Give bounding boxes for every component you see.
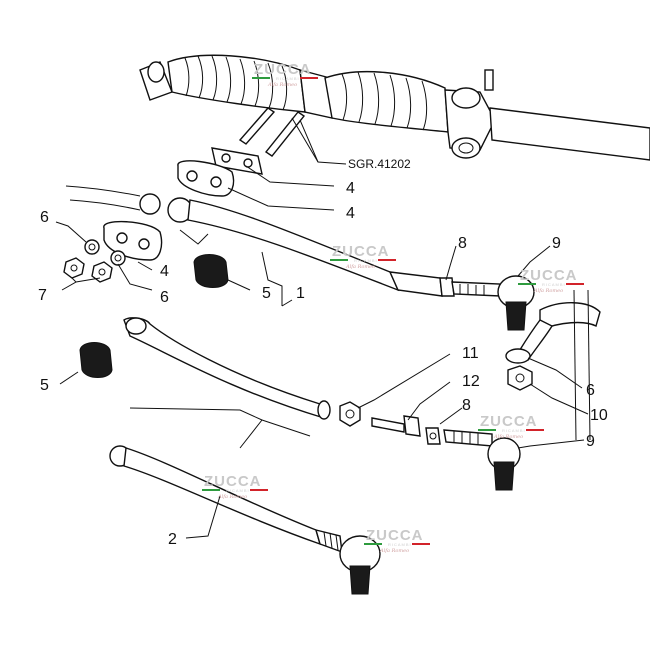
flag-stripe-red <box>566 283 584 285</box>
flag-stripe-green <box>202 489 220 491</box>
washers-6 <box>84 239 126 266</box>
leader-lines <box>55 117 589 539</box>
alternative-bracket-upper <box>179 229 209 245</box>
callout-5b: 5 <box>40 377 49 394</box>
callout-6a: 6 <box>40 209 49 226</box>
reference-code: SGR.41202 <box>348 157 411 171</box>
flag-stripe-red <box>526 429 544 431</box>
watermark-brand: ZUCCA <box>254 61 312 78</box>
flag-stripe-green <box>478 429 496 431</box>
watermark-subtext: RICAMBI <box>542 282 566 287</box>
callout-6b: 6 <box>160 289 169 306</box>
callout-9a: 9 <box>552 235 561 252</box>
adjuster-nut-11 <box>339 401 361 427</box>
flag-stripe-green <box>518 283 536 285</box>
bracket-3 <box>211 147 263 175</box>
alternative-bracket-lower <box>129 407 311 449</box>
steering-rack-assembly <box>139 54 650 161</box>
rubber-mount-4-upper <box>177 160 235 197</box>
bushing-5-lower <box>79 342 113 378</box>
watermark-brand: ZUCCA <box>204 473 262 490</box>
callout-8a: 8 <box>458 235 467 252</box>
watermark-brand: ZUCCA <box>520 267 578 284</box>
flag-stripe-green <box>364 543 382 545</box>
tie-rod-end-9-lower <box>425 427 521 491</box>
mounting-studs <box>238 107 306 157</box>
flag-stripe-green <box>330 259 348 261</box>
flag-stripe-red <box>250 489 268 491</box>
steering-arm <box>505 289 601 441</box>
watermark-tagline: Alfa Romeo <box>267 82 297 88</box>
watermark-tagline: Alfa Romeo <box>379 548 409 554</box>
watermark-brand: ZUCCA <box>366 527 424 544</box>
watermark-subtext: RICAMBI <box>388 542 412 547</box>
alternate-tie-rod <box>123 317 331 420</box>
watermark-subtext: RICAMBI <box>276 76 300 81</box>
flag-stripe-red <box>300 77 318 79</box>
callout-11: 11 <box>462 345 479 362</box>
bushing-5-upper <box>193 254 229 288</box>
watermark-subtext: RICAMBI <box>354 258 378 263</box>
callout-12: 12 <box>462 373 480 390</box>
callout-10: 10 <box>590 407 608 424</box>
watermark-tagline: Alfa Romeo <box>217 494 247 500</box>
callout-labels: SGR.41202 4 4 6 4 7 6 5 1 8 9 5 11 12 6 … <box>38 157 608 548</box>
callout-2: 2 <box>168 531 177 548</box>
watermark-tagline: Alfa Romeo <box>533 288 563 294</box>
tie-rod-2 <box>109 445 381 595</box>
watermark-tagline: Alfa Romeo <box>345 264 375 270</box>
right-bellows <box>324 71 449 133</box>
callout-9b: 9 <box>586 433 595 450</box>
threaded-adjuster-12 <box>371 415 421 437</box>
watermark-brand: ZUCCA <box>332 243 390 260</box>
watermark-subtext: RICAMBI <box>502 428 526 433</box>
callout-8b: 8 <box>462 397 471 414</box>
nut-10 <box>507 365 533 391</box>
callout-1: 1 <box>296 285 305 302</box>
nuts-7 <box>63 257 113 283</box>
watermark-brand: ZUCCA <box>480 413 538 430</box>
callout-4b: 4 <box>160 263 169 280</box>
callout-5a: 5 <box>262 285 271 302</box>
watermark-tagline: Alfa Romeo <box>493 434 523 440</box>
flag-stripe-green <box>252 77 270 79</box>
callout-7: 7 <box>38 287 47 304</box>
callout-3: 4 <box>346 180 355 197</box>
watermark-subtext: RICAMBI <box>226 488 250 493</box>
callout-6c: 6 <box>586 382 595 399</box>
callout-4a: 4 <box>346 205 355 222</box>
flag-stripe-red <box>412 543 430 545</box>
tie-rod-1 <box>65 185 455 297</box>
flag-stripe-red <box>378 259 396 261</box>
